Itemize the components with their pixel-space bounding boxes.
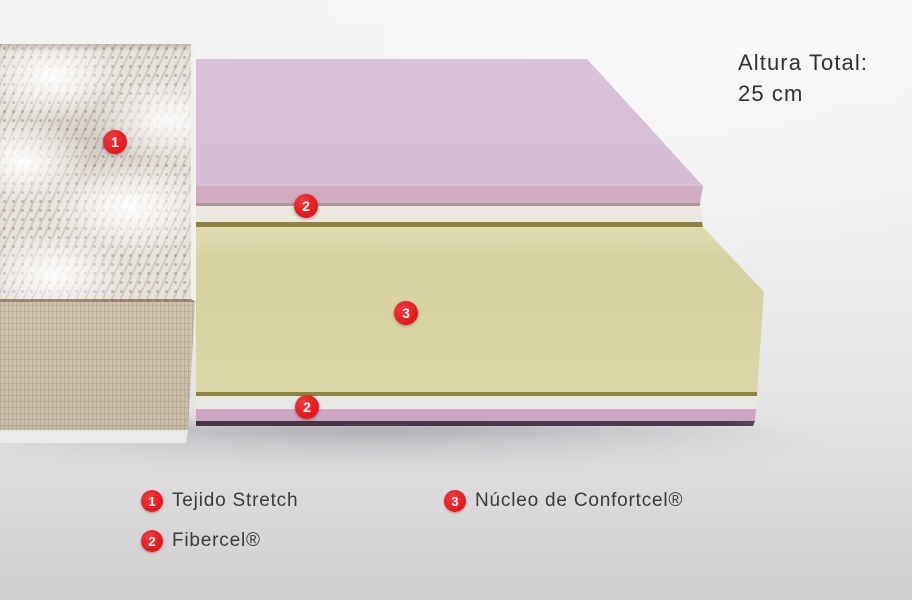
callout-badge-3: 3	[394, 301, 418, 325]
callout-badge-2-top: 2	[294, 194, 318, 218]
total-height-line1: Altura Total:	[738, 50, 869, 75]
legend-label-tejido-stretch: Tejido Stretch	[172, 490, 299, 511]
quilted-cover-fabric	[0, 44, 196, 302]
legend-label-fibercel: Fibercel®	[172, 530, 261, 551]
total-height-line2: 25 cm	[738, 81, 804, 106]
total-height-label: Altura Total: 25 cm	[738, 47, 868, 109]
legend-badge-2: 2	[141, 530, 163, 552]
callout-badge-2-bottom: 2	[295, 395, 319, 419]
legend-item-nucleo-confortcel: 3 Núcleo de Confortcel®	[444, 490, 683, 512]
callout-badge-1: 1	[103, 130, 127, 154]
legend-item-fibercel: 2 Fibercel®	[141, 530, 261, 552]
legend-badge-3: 3	[444, 490, 466, 512]
legend-item-tejido-stretch: 1 Tejido Stretch	[141, 490, 298, 512]
legend-badge-1: 1	[141, 490, 163, 512]
legend-label-nucleo-confortcel: Núcleo de Confortcel®	[475, 490, 684, 511]
